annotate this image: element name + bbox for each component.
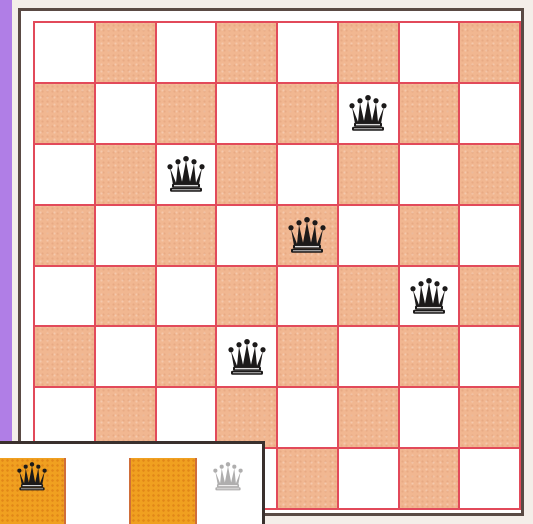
board-square[interactable] xyxy=(35,206,94,265)
queen-piece-icon[interactable] xyxy=(285,217,329,255)
board-square[interactable] xyxy=(35,388,94,447)
board-square[interactable] xyxy=(400,388,459,447)
board-square[interactable] xyxy=(400,267,459,326)
board-square[interactable] xyxy=(278,449,337,508)
board-square[interactable] xyxy=(460,388,519,447)
board-square[interactable] xyxy=(96,206,155,265)
board-square[interactable] xyxy=(35,327,94,386)
board-square[interactable] xyxy=(217,145,276,204)
board-square[interactable] xyxy=(400,449,459,508)
board-square[interactable] xyxy=(217,84,276,143)
board-square[interactable] xyxy=(339,145,398,204)
board-square[interactable] xyxy=(278,267,337,326)
board-square[interactable] xyxy=(217,267,276,326)
board-square[interactable] xyxy=(400,327,459,386)
board-square[interactable] xyxy=(339,84,398,143)
board-square[interactable] xyxy=(400,84,459,143)
queen-piece-icon[interactable] xyxy=(407,278,451,316)
board-square[interactable] xyxy=(35,23,94,82)
board-square[interactable] xyxy=(35,267,94,326)
board-square[interactable] xyxy=(157,267,216,326)
board-square[interactable] xyxy=(460,206,519,265)
board-square[interactable] xyxy=(217,388,276,447)
board-square[interactable] xyxy=(339,449,398,508)
board-square[interactable] xyxy=(460,327,519,386)
board-square[interactable] xyxy=(96,327,155,386)
board-square[interactable] xyxy=(460,449,519,508)
board-square[interactable] xyxy=(157,327,216,386)
queen-piece-icon[interactable] xyxy=(346,95,390,133)
board-square[interactable] xyxy=(460,267,519,326)
board-square[interactable] xyxy=(96,267,155,326)
queen-piece-icon[interactable] xyxy=(164,156,208,194)
board-square[interactable] xyxy=(96,145,155,204)
queen-piece-icon[interactable] xyxy=(225,339,269,377)
board-square[interactable] xyxy=(278,327,337,386)
board-square[interactable] xyxy=(278,206,337,265)
board-square[interactable] xyxy=(35,84,94,143)
second-board-squares xyxy=(0,458,260,524)
board-square xyxy=(66,458,130,524)
board-square[interactable] xyxy=(339,327,398,386)
board-square[interactable] xyxy=(400,206,459,265)
board-square[interactable] xyxy=(96,23,155,82)
board-square[interactable] xyxy=(460,84,519,143)
queen-piece-icon[interactable] xyxy=(14,462,50,492)
chessboard xyxy=(33,21,521,510)
board-square[interactable] xyxy=(339,388,398,447)
board-square[interactable] xyxy=(278,388,337,447)
board-square[interactable] xyxy=(217,206,276,265)
board-square[interactable] xyxy=(157,145,216,204)
board-square[interactable] xyxy=(400,23,459,82)
second-board-fragment xyxy=(0,441,265,524)
board-square[interactable] xyxy=(157,206,216,265)
board-square[interactable] xyxy=(35,145,94,204)
board-square xyxy=(0,458,64,524)
board-square xyxy=(197,458,261,524)
board-square[interactable] xyxy=(217,327,276,386)
board-square[interactable] xyxy=(157,388,216,447)
board-square[interactable] xyxy=(157,84,216,143)
board-square[interactable] xyxy=(339,267,398,326)
board-square[interactable] xyxy=(96,388,155,447)
board-square[interactable] xyxy=(400,145,459,204)
queen-piece-icon[interactable] xyxy=(210,462,246,492)
board-square[interactable] xyxy=(339,206,398,265)
board-square xyxy=(131,458,195,524)
board-square[interactable] xyxy=(157,23,216,82)
board-square[interactable] xyxy=(278,84,337,143)
board-square[interactable] xyxy=(460,145,519,204)
board-square[interactable] xyxy=(96,84,155,143)
board-square[interactable] xyxy=(339,23,398,82)
board-square[interactable] xyxy=(460,23,519,82)
board-square[interactable] xyxy=(278,23,337,82)
board-square[interactable] xyxy=(278,145,337,204)
board-square[interactable] xyxy=(217,23,276,82)
